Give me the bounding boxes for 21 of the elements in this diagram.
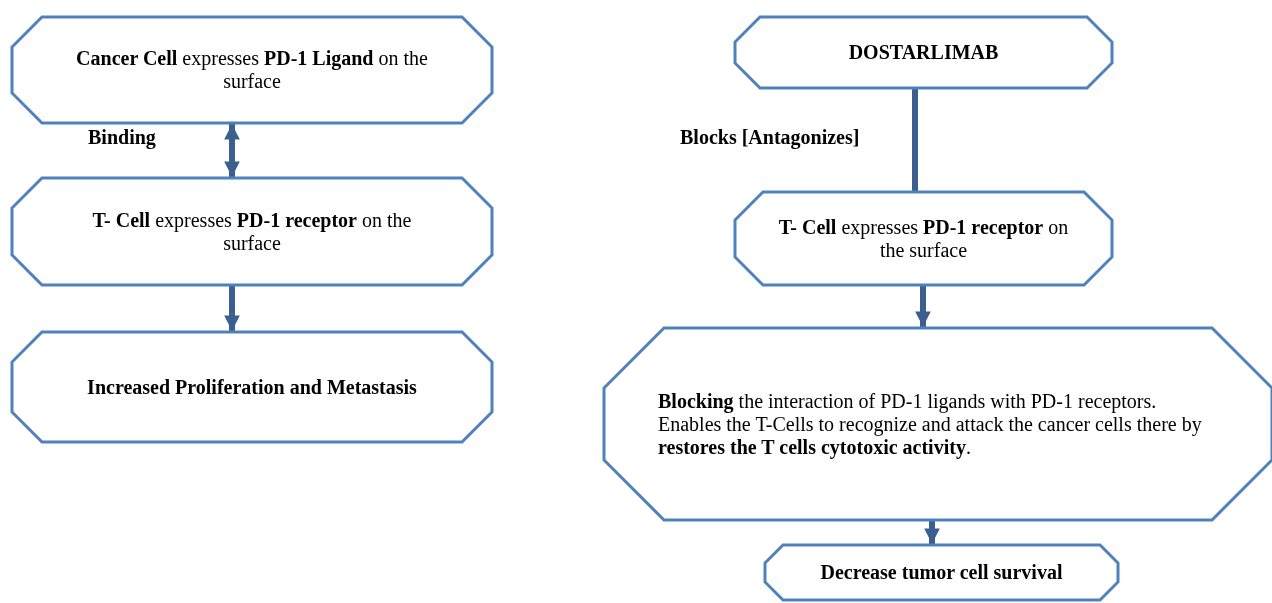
- edge-label: Blocks [Antagonizes]: [680, 126, 860, 149]
- box-text: Blocking the interaction of PD-1 ligands with PD-1 receptors.: [658, 389, 1158, 413]
- edge-label: Binding: [88, 126, 156, 149]
- octagon-box: [604, 328, 1272, 520]
- octagon-box: [12, 178, 492, 285]
- box-text: T- Cell expresses PD-1 receptor on the surface: [777, 215, 1070, 262]
- octagon-box: [765, 545, 1118, 600]
- arrow: [924, 521, 940, 544]
- box-text: Decrease tumor cell survival: [820, 561, 1063, 584]
- octagon-box: [735, 192, 1112, 285]
- box-text: DOSTARLIMAB: [848, 41, 999, 64]
- octagon-box: [735, 17, 1112, 88]
- arrow: [915, 286, 931, 327]
- box-text: Enables the T-Cells to recognize and attack the cancer cells there by restores the T cells cytotoxic activity.: [658, 412, 1203, 459]
- box-text: T- Cell expresses PD-1 receptor on the surface: [91, 208, 413, 255]
- box-text: Cancer Cell expresses PD-1 Ligand on the surface: [75, 47, 429, 93]
- box-text: Increased Proliferation and Metastasis: [87, 375, 417, 399]
- arrow: [224, 124, 240, 177]
- octagon-box: [12, 17, 492, 123]
- arrow: [224, 286, 240, 331]
- octagon-box: [12, 332, 492, 442]
